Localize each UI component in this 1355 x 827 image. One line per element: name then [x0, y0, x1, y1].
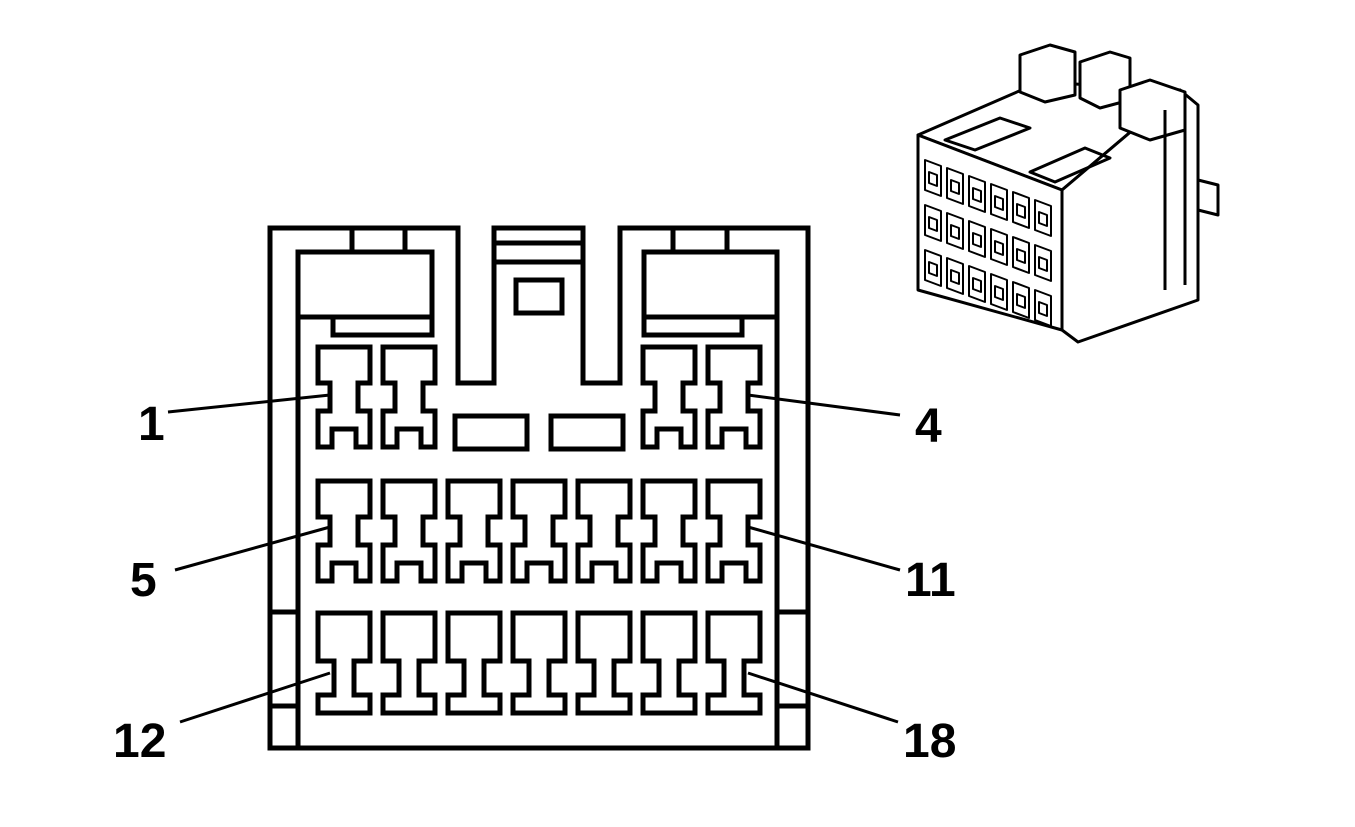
leader-line-pin-18: [747, 671, 899, 724]
connector-face-view-icon: [267, 225, 811, 751]
iso-cavity: [946, 167, 964, 205]
pin-label-11: 11: [905, 554, 956, 607]
pin-label-1: 1: [138, 398, 165, 451]
terminal-cavity: [575, 478, 633, 584]
iso-cavity: [1034, 244, 1052, 282]
iso-cavity-grid: [924, 159, 1052, 327]
terminal-cavity: [445, 610, 503, 716]
terminal-cavity: [380, 344, 438, 450]
iso-cavity: [1012, 236, 1030, 274]
iso-cavity: [990, 228, 1008, 266]
terminal-cavity: [510, 610, 568, 716]
iso-cavity: [1034, 199, 1052, 237]
pin-label-4: 4: [915, 400, 942, 453]
iso-cavity: [924, 249, 942, 287]
side-ribs: [270, 609, 808, 709]
pin-label-12: 12: [113, 715, 166, 768]
terminal-cavity: [510, 478, 568, 584]
iso-cavity: [1034, 289, 1052, 327]
iso-side-rail: [1163, 110, 1220, 290]
iso-cavity: [924, 204, 942, 242]
terminal-cavity: [575, 610, 633, 716]
terminal-cavity: [380, 478, 438, 584]
iso-cavity: [946, 212, 964, 250]
iso-top-slot: [1028, 146, 1112, 184]
iso-cavity: [924, 159, 942, 197]
left-latch: [295, 228, 435, 338]
pin-label-5: 5: [130, 554, 157, 607]
terminal-cavity: [445, 478, 503, 584]
terminal-cavities: [315, 344, 763, 716]
leader-line-pin-1: [167, 393, 331, 414]
iso-cavity: [1012, 281, 1030, 319]
terminal-cavity: [315, 344, 373, 450]
center-key: [494, 240, 583, 316]
leader-line-pin-4: [747, 393, 901, 417]
iso-top-latch: [1018, 43, 1077, 104]
terminal-cavity: [315, 478, 373, 584]
pin-label-18: 18: [903, 715, 956, 768]
iso-cavity: [1012, 191, 1030, 229]
iso-cavity: [946, 257, 964, 295]
iso-top-slot: [943, 116, 1032, 152]
leader-line-pin-11: [747, 525, 901, 572]
leader-line-pin-5: [174, 525, 331, 572]
iso-cavity: [990, 183, 1008, 221]
iso-top-latch: [1118, 78, 1187, 142]
blank-cavity: [452, 413, 530, 452]
blank-cavity: [548, 413, 626, 452]
terminal-cavity: [640, 478, 698, 584]
connector-isometric-view-icon: [916, 43, 1220, 344]
terminal-cavity: [640, 610, 698, 716]
terminal-cavity: [315, 610, 373, 716]
terminal-cavity: [705, 344, 763, 450]
iso-cavity: [968, 175, 986, 213]
right-latch: [641, 228, 780, 338]
leader-lines: [167, 393, 901, 724]
terminal-cavity: [705, 610, 763, 716]
iso-cavity: [990, 273, 1008, 311]
terminal-cavity: [640, 344, 698, 450]
terminal-cavity: [705, 478, 763, 584]
iso-cavity: [968, 265, 986, 303]
leader-line-pin-12: [179, 671, 331, 724]
terminal-cavity: [380, 610, 438, 716]
iso-cavity: [968, 220, 986, 258]
